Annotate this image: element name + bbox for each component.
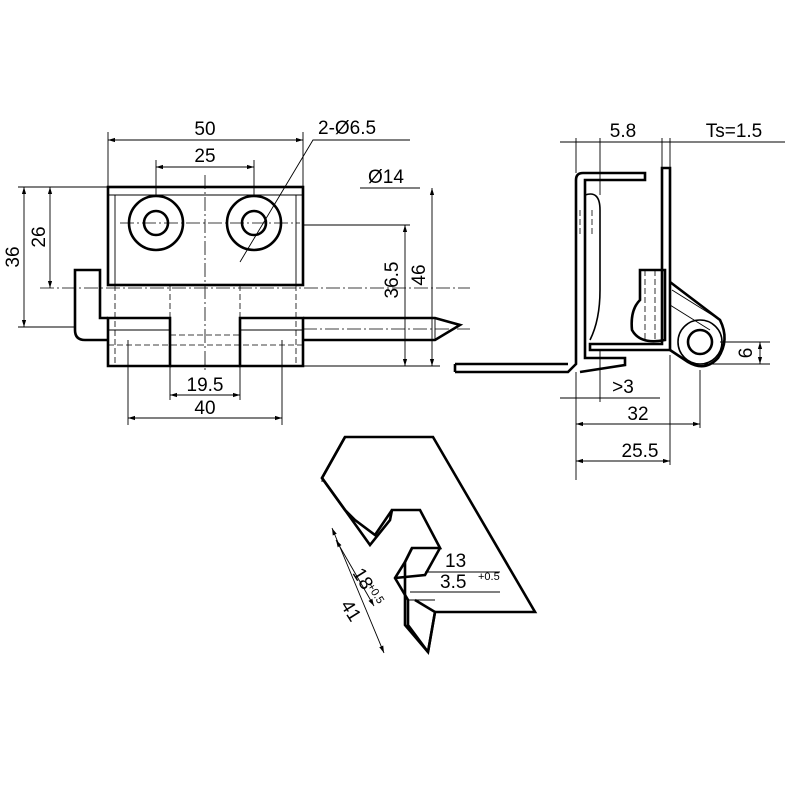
dim-leaf-width-tol: +0.5 — [364, 581, 386, 606]
dim-slot-width-tol: +0.5 — [478, 571, 500, 583]
iso-outline — [320, 435, 538, 655]
pin-shaft — [303, 316, 464, 342]
dim-offset-label: 5.8 — [610, 121, 636, 142]
dim-min-gap-label: >3 — [612, 377, 634, 398]
dim-hole-spacing-label: 25 — [194, 146, 215, 167]
isometric-view: 13 3.5 +0.5 18 +0.5 41 — [320, 435, 538, 655]
hole-callout-leader — [239, 139, 410, 263]
dim-knuckle-length-label: 19.5 — [187, 375, 224, 396]
dim-knuckle-height-label: 6 — [736, 348, 757, 359]
side-knuckle — [669, 280, 726, 368]
iso-slot-inner — [393, 547, 430, 653]
side-view: 5.8 Ts=1.5 6 >3 32 25.5 — [453, 121, 785, 480]
dim-pin-height-2-label: 46 — [409, 264, 430, 285]
side-knuckle-circle — [677, 319, 723, 365]
dim-thickness-label: Ts=1.5 — [706, 121, 763, 142]
dim-total-depth-label: 32 — [627, 404, 648, 425]
lower-knuckle-right — [238, 316, 305, 368]
dim-slot-depth-label: 13 — [445, 551, 466, 572]
side-inner-wall — [584, 193, 601, 341]
iso-slot-back — [394, 547, 442, 580]
iso-slot-floor — [414, 598, 437, 653]
side-base-leaf — [455, 171, 647, 374]
upper-leaf-outline — [106, 185, 305, 287]
side-hatch-2 — [669, 304, 711, 331]
hole-callout-label: 2-Ø6.5 — [318, 118, 376, 139]
side-pin-circle — [686, 328, 714, 356]
dim-41-line — [331, 527, 385, 654]
side-moving-leaf — [588, 166, 672, 352]
side-hatch-1 — [671, 289, 721, 321]
dim-upper-height-label: 26 — [29, 226, 50, 247]
dim-leaf-depth-label: 25.5 — [622, 441, 659, 462]
pin-left-stub — [73, 268, 108, 342]
dim-total-length-label: 41 — [336, 597, 365, 626]
iso-top-step — [320, 436, 394, 537]
pin-diameter-label: Ø14 — [368, 167, 404, 188]
dim-width-label: 50 — [194, 119, 215, 140]
dim-total-height-label: 36 — [3, 246, 24, 267]
front-view: 50 25 2-Ø6.5 Ø14 36 26 36.5 46 19.5 — [3, 118, 470, 425]
dim-slot-width-label: 3.5 — [440, 572, 466, 593]
side-lower-knuckle — [630, 268, 667, 343]
lower-leaf-outline — [106, 316, 172, 368]
dim-pin-height-1-label: 36.5 — [382, 262, 403, 299]
dim-lower-width-label: 40 — [194, 398, 215, 419]
